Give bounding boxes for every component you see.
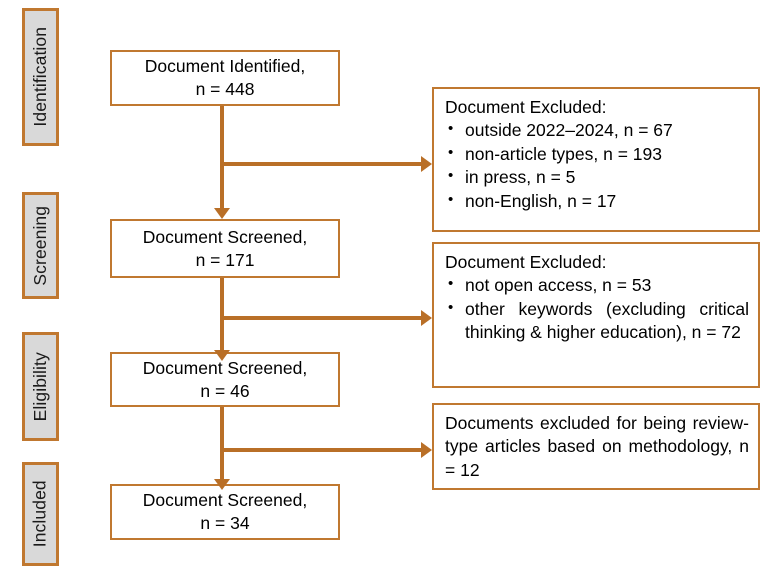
flow-box-screened-46-title: Document Screened, — [142, 357, 308, 378]
exclusion-box-3-text: Documents excluded for being review-type… — [445, 413, 749, 480]
arrow-right-1 — [421, 156, 432, 172]
flow-box-screened-34: Document Screened, n = 34 — [110, 484, 340, 540]
stage-box-eligibility: Eligibility — [22, 332, 59, 441]
arrow-right-2 — [421, 310, 432, 326]
flow-box-screened-34-title: Document Screened, — [142, 490, 308, 511]
stage-label-identification: Identification — [29, 27, 50, 127]
exclusion-item: not open access, n = 53 — [445, 274, 749, 297]
stage-label-included: Included — [29, 480, 50, 548]
arrow-down-2 — [214, 350, 230, 361]
stage-box-screening: Screening — [22, 192, 59, 299]
flow-box-screened-46-count: n = 46 — [200, 380, 250, 401]
flow-box-screened-171-count: n = 171 — [195, 249, 255, 270]
flow-box-screened-171-title: Document Screened, — [142, 226, 308, 247]
arrow-down-1 — [214, 208, 230, 219]
flow-box-screened-171: Document Screened, n = 171 — [110, 219, 340, 278]
exclusion-item: non-article types, n = 193 — [445, 143, 749, 166]
exclusion-box-2-heading: Document Excluded: — [445, 252, 607, 272]
connector-vertical-1 — [220, 106, 224, 212]
flow-box-identified-count: n = 448 — [195, 79, 255, 99]
stage-box-identification: Identification — [22, 8, 59, 146]
exclusion-box-1-heading: Document Excluded: — [445, 97, 607, 117]
exclusion-box-1-list: outside 2022–2024, n = 67 non-article ty… — [445, 119, 749, 213]
stage-label-eligibility: Eligibility — [29, 351, 50, 422]
stage-label-screening: Screening — [29, 205, 50, 286]
exclusion-box-2: Document Excluded: not open access, n = … — [432, 242, 760, 388]
flow-box-identified: Document Identified, n = 448 — [110, 50, 340, 106]
exclusion-item: non-English, n = 17 — [445, 190, 749, 213]
flow-box-screened-46: Document Screened, n = 46 — [110, 352, 340, 407]
connector-horizontal-2 — [220, 316, 425, 320]
exclusion-box-2-list: not open access, n = 53 other keywords (… — [445, 274, 749, 344]
arrow-down-3 — [214, 479, 230, 490]
connector-vertical-3 — [220, 407, 224, 484]
connector-horizontal-3 — [220, 448, 425, 452]
exclusion-item: in press, n = 5 — [445, 166, 749, 189]
stage-box-included: Included — [22, 462, 59, 566]
exclusion-box-1: Document Excluded: outside 2022–2024, n … — [432, 87, 760, 232]
exclusion-box-3: Documents excluded for being review-type… — [432, 403, 760, 490]
exclusion-item: other keywords (excluding critical think… — [445, 298, 749, 345]
flow-box-screened-34-count: n = 34 — [200, 513, 250, 533]
flow-box-identified-title: Document Identified, — [144, 56, 306, 77]
exclusion-item: outside 2022–2024, n = 67 — [445, 119, 749, 142]
arrow-right-3 — [421, 442, 432, 458]
connector-horizontal-1 — [220, 162, 425, 166]
